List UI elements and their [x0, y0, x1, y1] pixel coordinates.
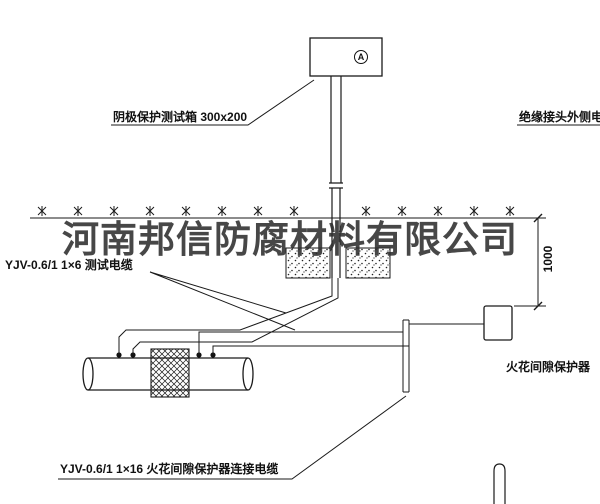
- pipe-section-symbol: [493, 463, 506, 504]
- spark-gap-cables: [198, 319, 484, 393]
- terminal-a-label: A: [357, 52, 365, 62]
- leader-spark-cable-label: [58, 395, 407, 480]
- spark-cable-label: YJV-0.6/1 1×16 火花间隙保护器连接电缆: [60, 462, 279, 476]
- leader-test-box-label: [111, 79, 315, 126]
- test-box-label: 阴极保护测试箱 300x200: [113, 110, 248, 124]
- insulating-joint: [150, 348, 190, 398]
- dimension-1000-text: 1000: [541, 245, 555, 273]
- spark-gap-protector: [483, 305, 513, 341]
- conduit: [329, 76, 343, 278]
- dimension-1000: [514, 213, 546, 311]
- spark-protector-label: 火花间隙保护器: [506, 360, 591, 374]
- concrete-foundation-left: [285, 247, 331, 279]
- test-cables: [118, 278, 339, 355]
- joint-cable-label: 绝缘接头外侧电缆: [519, 110, 600, 124]
- terminal-a-symbol: A: [354, 50, 368, 64]
- test-cable-label: YJV-0.6/1 1×6 测试电缆: [5, 258, 133, 272]
- test-box-outline: [309, 37, 383, 77]
- concrete-foundation-right: [345, 247, 391, 279]
- company-watermark: 河南邦信防腐材料有限公司: [62, 220, 518, 261]
- leader-test-cable-label: [149, 271, 296, 331]
